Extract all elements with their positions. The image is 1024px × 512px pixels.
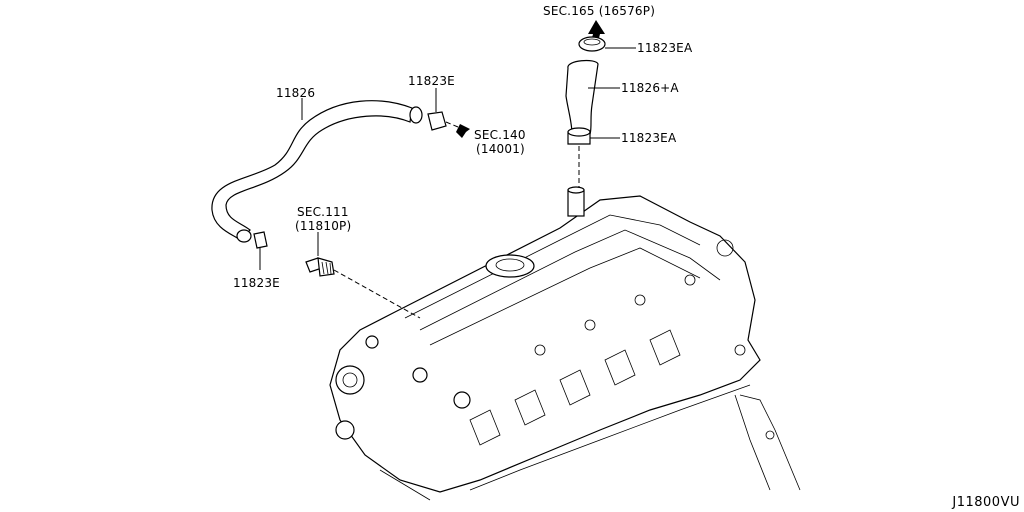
label-sec140-sub: (14001) <box>476 142 525 156</box>
label-clamp-mid: 11823EA <box>621 131 677 145</box>
label-sec111: SEC.111 <box>297 205 349 219</box>
diagram-code: J11800VU <box>952 495 1020 510</box>
label-clamp-left-bottom: 11823E <box>233 276 280 290</box>
upper-hose-assembly <box>565 20 636 188</box>
label-sec165: SEC.165 (16576P) <box>543 4 656 18</box>
label-sec140: SEC.140 <box>474 128 526 142</box>
label-clamp-top: 11823EA <box>637 41 693 55</box>
left-hose-assembly <box>211 88 470 319</box>
label-clamp-left-top: 11823E <box>408 74 455 88</box>
label-sec111-sub: (11810P) <box>295 219 352 233</box>
label-hose-right: 11826+A <box>621 81 679 95</box>
engine-block <box>329 186 801 501</box>
label-hose-left: 11826 <box>276 86 316 100</box>
